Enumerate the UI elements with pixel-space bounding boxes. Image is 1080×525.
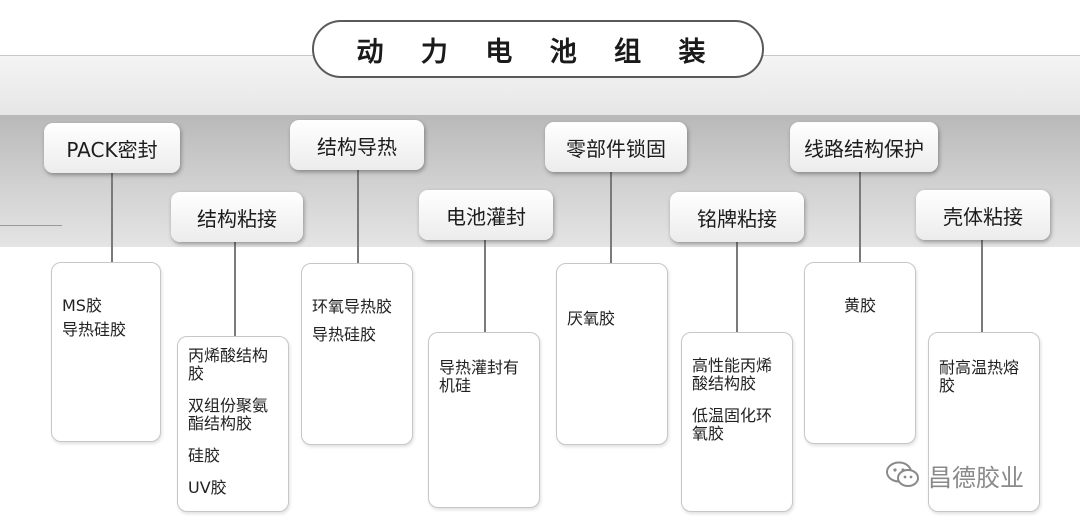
product-item: 厌氧胶 [567, 309, 616, 328]
connector-lock [610, 172, 612, 264]
product-item: 导热硅胶 [312, 325, 377, 344]
product-box-circuit-protection: 黄胶 [804, 262, 916, 444]
product-item: 耐高温热熔胶 [939, 358, 1020, 395]
connector-structural-bond [234, 242, 236, 336]
product-item: 双组份聚氨酯结构胶 [188, 396, 269, 433]
product-box-nameplate-bond: 高性能丙烯酸结构胶 低温固化环氧胶 [681, 332, 793, 512]
category-pack-seal: PACK密封 [44, 123, 180, 173]
category-part-locking: 零部件锁固 [545, 122, 687, 172]
product-item: 导热灌封有机硅 [439, 358, 520, 395]
category-housing-bond: 壳体粘接 [916, 190, 1050, 240]
product-box-pack-seal: MS胶 导热硅胶 [51, 262, 161, 442]
product-box-structural-bond: 丙烯酸结构胶 双组份聚氨酯结构胶 硅胶 UV胶 [177, 336, 289, 512]
product-item: 低温固化环氧胶 [692, 406, 773, 443]
product-box-structural-thermal: 环氧导热胶 导热硅胶 [301, 263, 413, 445]
watermark: 昌德胶业 [886, 456, 1024, 494]
watermark-text: 昌德胶业 [928, 463, 1024, 492]
product-item: 高性能丙烯酸结构胶 [692, 356, 773, 393]
category-structural-bond: 结构粘接 [171, 192, 303, 242]
diagram-title: 动 力 电 池 组 装 [312, 20, 764, 78]
product-box-housing-bond: 耐高温热熔胶 [928, 332, 1040, 512]
product-box-battery-potting: 导热灌封有机硅 [428, 332, 540, 508]
connector-potting [484, 240, 486, 332]
product-item: 黄胶 [843, 296, 876, 315]
connector-housing [981, 240, 983, 332]
band-divider [0, 225, 62, 226]
product-box-part-locking: 厌氧胶 [556, 263, 668, 445]
product-item: MS胶 [62, 296, 102, 315]
product-item: 导热硅胶 [62, 320, 127, 339]
connector-thermal [357, 168, 359, 264]
product-item: 环氧导热胶 [312, 297, 393, 316]
category-nameplate-bond: 铭牌粘接 [670, 192, 804, 242]
product-item: 丙烯酸结构胶 [188, 346, 269, 383]
connector-pack [111, 172, 113, 262]
wechat-icon [886, 461, 919, 487]
category-battery-potting: 电池灌封 [419, 190, 553, 240]
category-circuit-protection: 线路结构保护 [790, 122, 938, 172]
product-item: 硅胶 [188, 446, 221, 465]
connector-nameplate [736, 240, 738, 332]
category-structural-thermal: 结构导热 [290, 120, 424, 170]
product-item: UV胶 [188, 478, 227, 497]
connector-circuit [859, 172, 861, 262]
